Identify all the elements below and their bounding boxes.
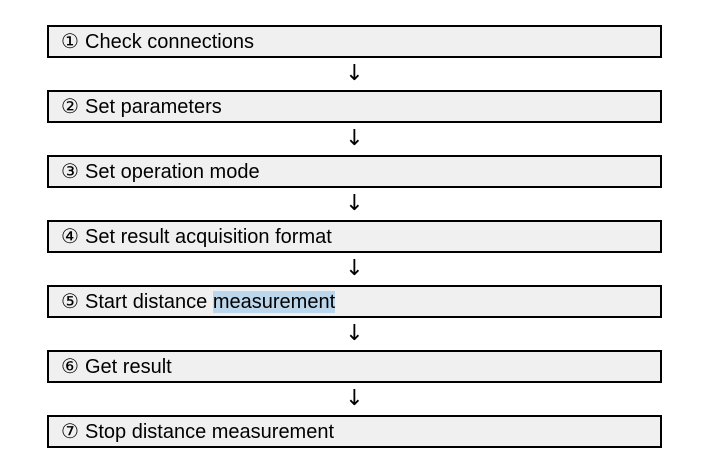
step-set-operation-mode: ③ Set operation mode <box>47 155 662 188</box>
step-label: Check connections <box>85 30 254 53</box>
step-label: Set parameters <box>85 95 222 118</box>
step-label: Get result <box>85 355 172 378</box>
step-label: Stop distance measurement <box>85 420 335 443</box>
highlighted-text: measurement <box>212 290 336 313</box>
down-arrow-icon: ↓ <box>345 61 364 86</box>
down-arrow-icon: ↓ <box>345 321 364 346</box>
step-label: Set result acquisition format <box>85 225 332 248</box>
step-set-result-acquisition-format: ④ Set result acquisition format <box>47 220 662 253</box>
down-arrow-icon: ↓ <box>345 256 364 281</box>
step-label: Set operation mode <box>85 160 260 183</box>
step-number: ⑦ <box>61 420 79 443</box>
down-arrow-icon: ↓ <box>345 386 364 411</box>
step-number: ① <box>61 30 79 53</box>
down-arrow-icon: ↓ <box>345 126 364 151</box>
step-number: ⑤ <box>61 290 79 313</box>
step-set-parameters: ② Set parameters <box>47 90 662 123</box>
step-label: Start distance measurement <box>85 290 336 313</box>
step-stop-distance-measurement: ⑦ Stop distance measurement <box>47 415 662 448</box>
step-check-connections: ① Check connections <box>47 25 662 58</box>
step-number: ③ <box>61 160 79 183</box>
step-number: ② <box>61 95 79 118</box>
step-number: ⑥ <box>61 355 79 378</box>
flowchart: ① Check connections ↓ ② Set parameters ↓… <box>47 25 662 448</box>
step-label-text: Start distance <box>85 290 213 313</box>
step-number: ④ <box>61 225 79 248</box>
step-get-result: ⑥ Get result <box>47 350 662 383</box>
step-start-distance-measurement: ⑤ Start distance measurement <box>47 285 662 318</box>
down-arrow-icon: ↓ <box>345 191 364 216</box>
